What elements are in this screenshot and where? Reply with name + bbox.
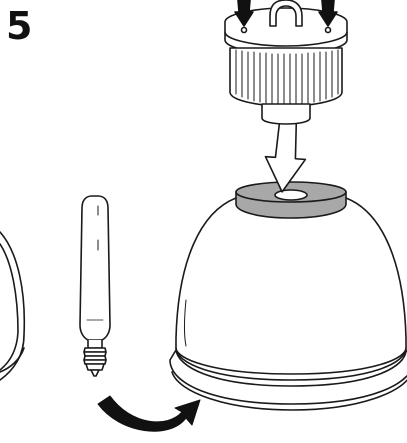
rotate-arrow [98, 396, 200, 431]
dome-shade [170, 198, 407, 410]
tubular-bulb [80, 196, 110, 376]
down-arrow [263, 113, 308, 194]
shade-collar [236, 182, 346, 218]
partial-shade [0, 232, 24, 380]
